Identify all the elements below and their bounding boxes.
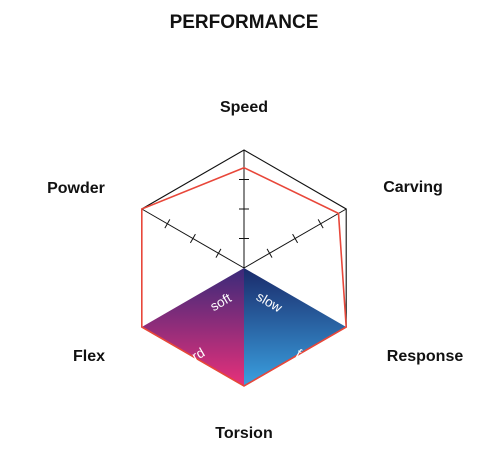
axis-label-flex: Flex: [73, 348, 105, 365]
axis-label-response: Response: [387, 348, 464, 365]
tick-powder-3: [164, 219, 171, 229]
tick-carving-2: [292, 233, 299, 244]
axis-ticks: [164, 179, 324, 258]
tick-powder-1: [215, 248, 222, 258]
axis-label-powder: Powder: [47, 180, 105, 197]
tick-carving-3: [317, 219, 324, 229]
series-polygon: [141, 166, 348, 387]
axis-label-torsion: Torsion: [215, 425, 272, 442]
tick-powder-2: [189, 233, 196, 244]
series-layer: [141, 166, 348, 387]
shaded-regions: [141, 268, 347, 386]
tick-carving-1: [266, 248, 273, 258]
response-region: [244, 268, 347, 386]
axis-label-carving: Carving: [383, 179, 443, 196]
axis-label-speed: Speed: [220, 99, 268, 116]
flex-region: [141, 268, 244, 386]
chart-title: PERFORMANCE: [170, 12, 319, 33]
